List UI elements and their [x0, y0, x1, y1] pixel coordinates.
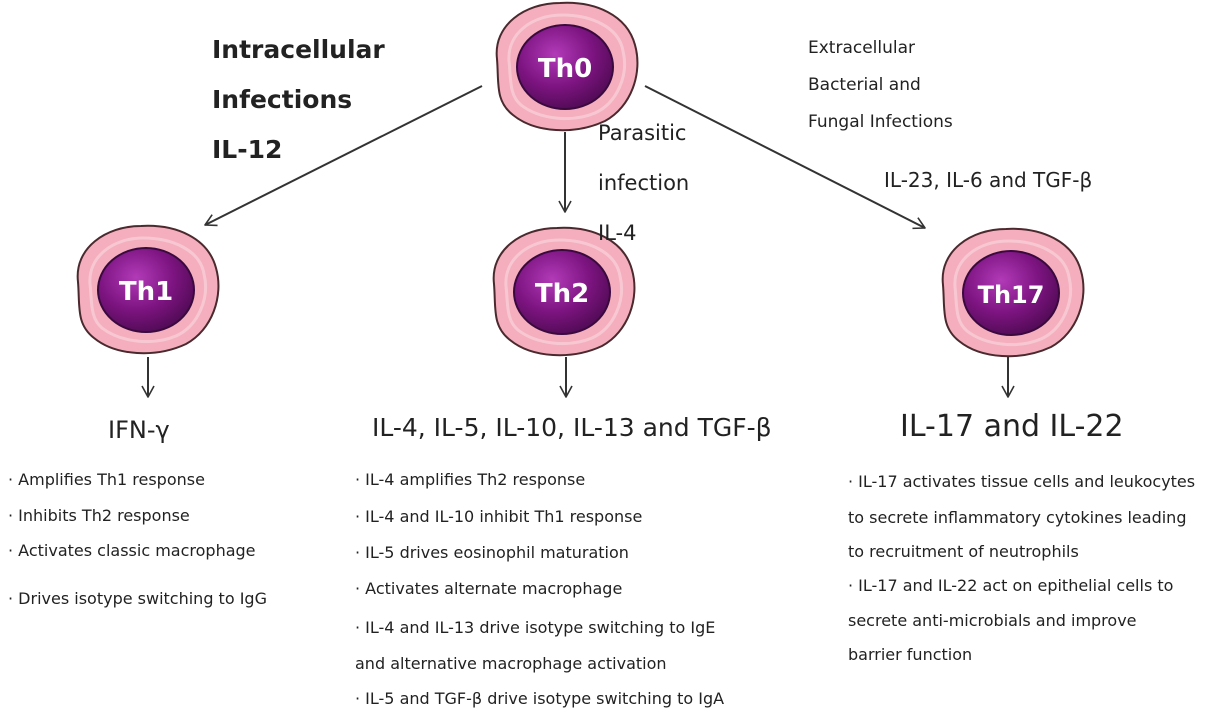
left-pathway-label: Intracellular Infections IL-12 — [212, 25, 385, 175]
left-pathway-line: Intracellular — [212, 35, 385, 64]
th1-cell: Th1 — [76, 224, 220, 355]
list-item: · Inhibits Th2 response — [8, 506, 190, 525]
th2-cell: Th2 — [492, 226, 636, 357]
th2-cytokines: IL-4, IL-5, IL-10, IL-13 and TGF-β — [372, 413, 772, 442]
th17-nucleus — [962, 250, 1060, 336]
arrow-th0-to-th17 — [644, 85, 926, 230]
list-item: barrier function — [848, 645, 973, 664]
th17-cell-inner-ring — [953, 239, 1072, 347]
right-pathway-context: Extracellular Bacterial and Fungal Infec… — [808, 30, 953, 141]
right-pathway-line: Fungal Infections — [808, 112, 953, 132]
th1-cytokines: IFN-γ — [108, 416, 170, 444]
th0-cell: Th0 — [495, 1, 639, 132]
left-pathway-line: IL-12 — [212, 135, 283, 164]
list-item: · IL-4 and IL-10 inhibit Th1 response — [355, 507, 643, 526]
th1-nucleus — [97, 247, 195, 333]
middle-pathway-line: Parasitic — [598, 121, 687, 145]
th1-label: Th1 — [119, 277, 173, 307]
th2-cell-inner-ring — [504, 238, 623, 346]
right-pathway-line: Extracellular — [808, 38, 916, 58]
right-pathway-cytokines: IL-23, IL-6 and TGF-β — [884, 168, 1093, 192]
middle-pathway-label: Parasitic infection IL-4 — [598, 108, 689, 258]
arrow-th0-to-th1 — [204, 85, 483, 227]
th0-label: Th0 — [538, 54, 592, 84]
middle-pathway-line: IL-4 — [598, 221, 637, 245]
th2-nucleus — [513, 249, 611, 335]
list-item: · IL-17 and IL-22 act on epithelial cell… — [848, 576, 1174, 595]
th17-cell: Th17 — [941, 227, 1085, 358]
list-item: · IL-4 and IL-13 drive isotype switching… — [355, 618, 716, 637]
list-item: · IL-4 amplifies Th2 response — [355, 470, 586, 489]
list-item: · IL-5 drives eosinophil maturation — [355, 543, 629, 562]
th0-nucleus — [516, 24, 614, 110]
middle-pathway-line: infection — [598, 171, 690, 195]
list-item: · IL-17 activates tissue cells and leuko… — [848, 472, 1196, 491]
list-item: · IL-5 and TGF-β drive isotype switching… — [355, 689, 725, 708]
th1-cell-inner-ring — [88, 236, 207, 344]
th17-label: Th17 — [978, 281, 1045, 309]
list-item: to recruitment of neutrophils — [848, 542, 1079, 561]
list-item: and alternative macrophage activation — [355, 654, 667, 673]
list-item: to secrete inflammatory cytokines leadin… — [848, 508, 1187, 527]
th0-cell-inner-ring — [507, 13, 626, 121]
th17-cytokines: IL-17 and IL-22 — [900, 409, 1124, 444]
list-item: · Activates alternate macrophage — [355, 579, 623, 598]
th2-label: Th2 — [535, 279, 589, 309]
left-pathway-line: Infections — [212, 85, 353, 114]
list-item: · Drives isotype switching to IgG — [8, 589, 267, 608]
list-item: · Amplifies Th1 response — [8, 470, 205, 489]
right-pathway-line: Bacterial and — [808, 75, 921, 95]
list-item: secrete anti-microbials and improve — [848, 611, 1137, 630]
list-item: · Activates classic macrophage — [8, 541, 256, 560]
